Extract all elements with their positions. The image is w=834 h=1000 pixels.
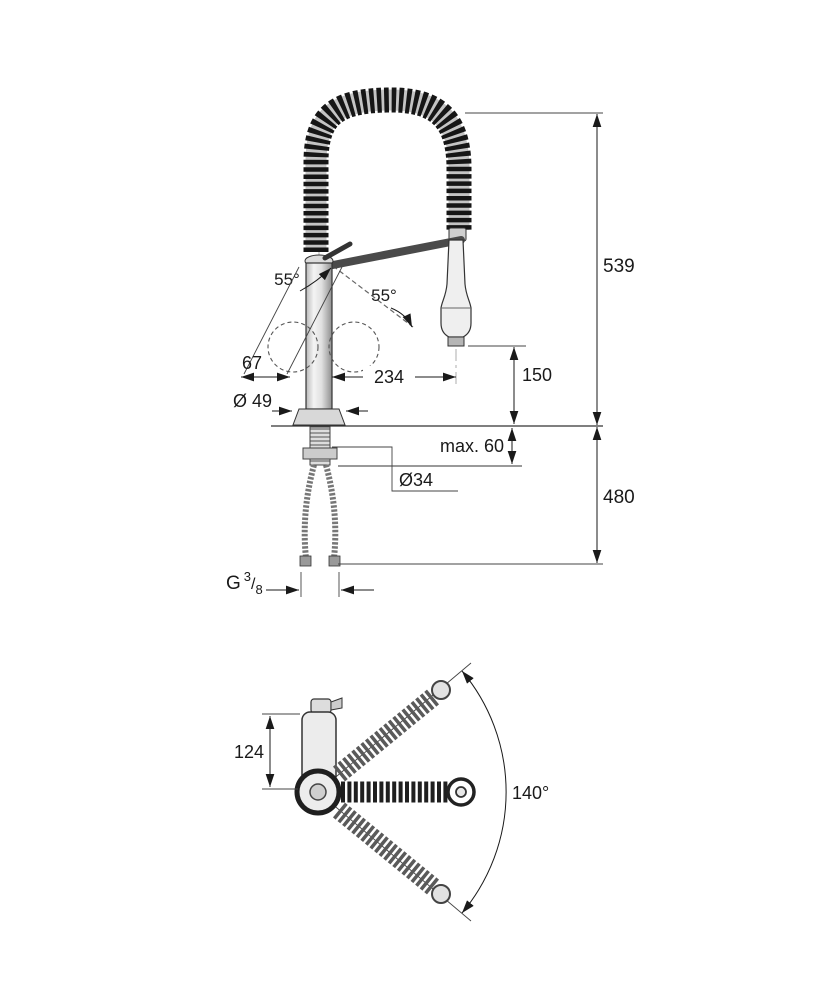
spray-head <box>440 239 472 338</box>
dim-539-label: 539 <box>603 256 635 277</box>
dim-max60-label: max. 60 <box>440 436 504 456</box>
spout-position-upper <box>332 689 440 782</box>
spray-nozzle <box>447 336 465 347</box>
dim-hole-diameter-label: Ø34 <box>399 470 433 490</box>
supply-hose-right <box>323 464 339 559</box>
swing-arm <box>329 236 465 269</box>
lever-plan <box>310 698 332 714</box>
lever-tip-plan <box>330 697 343 711</box>
thread-prefix: G <box>226 573 241 594</box>
spring-spout-coil <box>303 87 472 252</box>
angle-arrow-left <box>299 267 332 292</box>
hose-fitting-right <box>328 555 341 567</box>
swing-arm-ghost <box>332 265 414 328</box>
spout-position-lower <box>332 802 440 895</box>
thread-numerator: 3 <box>244 569 251 584</box>
dim-67-ext-b <box>286 266 343 375</box>
lever-handle <box>322 241 353 261</box>
angle-left-label: 55° <box>274 270 300 289</box>
handle-ghost-left <box>267 321 319 373</box>
thread-slash: / <box>251 576 256 593</box>
base-flange <box>292 408 346 426</box>
dim-67-label: 67 <box>242 353 262 373</box>
dim-480-label: 480 <box>603 487 635 508</box>
angle-right-label: 55° <box>371 286 397 305</box>
spray-head-plan-inner <box>455 786 467 798</box>
hose-fitting-left <box>299 555 312 567</box>
spout-tip-lower <box>431 884 451 904</box>
angle-arrow-right <box>390 307 413 328</box>
dim-234-label: 234 <box>374 367 404 387</box>
mounting-nut <box>302 447 338 460</box>
top-view: 140° 124 <box>234 662 549 922</box>
dim-67-ext-a <box>243 266 300 375</box>
dim-base-diameter-label: Ø 49 <box>233 391 272 411</box>
dim-124-label: 124 <box>234 742 264 762</box>
faucet-body <box>305 262 333 410</box>
dim-234-backing <box>363 366 415 386</box>
supply-hose-left <box>301 464 317 559</box>
handle-ghost-right <box>328 321 380 373</box>
swivel-angle-label: 140° <box>512 783 549 803</box>
base-plan-center <box>309 783 327 801</box>
side-view: 55° 55° 67 234 150 Ø 49 max. 60 Ø34 539 … <box>226 87 635 597</box>
thread-denominator: 8 <box>255 582 262 597</box>
dim-34-leader <box>332 446 458 492</box>
dim-150-label: 150 <box>522 365 552 385</box>
swivel-arc <box>461 670 507 914</box>
spout-tip-upper <box>431 680 451 700</box>
